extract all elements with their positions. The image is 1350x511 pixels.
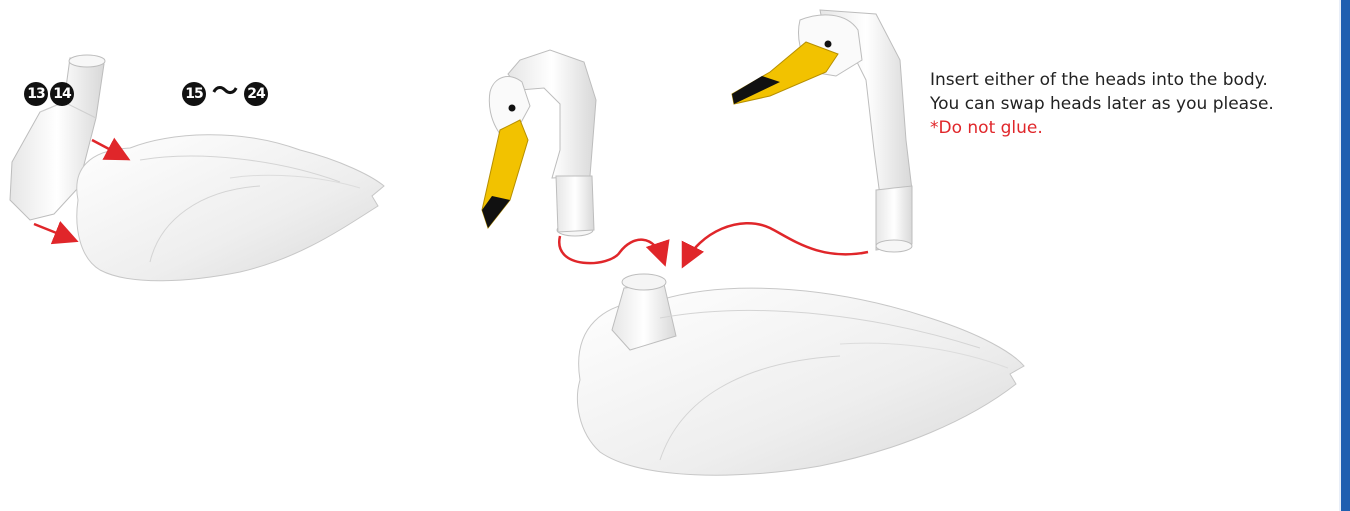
part-number-24: 24 bbox=[244, 82, 268, 106]
instruction-line-2: You can swap heads later as you please. bbox=[930, 92, 1340, 116]
part-callout-left: 13 14 bbox=[24, 82, 74, 106]
instruction-note: Insert either of the heads into the body… bbox=[930, 68, 1340, 140]
head-bent-down bbox=[482, 50, 596, 236]
range-separator: 〜 bbox=[212, 80, 238, 104]
arrow-from-upright-head bbox=[684, 223, 868, 264]
glue-warning: *Do not glue. bbox=[930, 116, 1340, 140]
part-callout-body: 15 〜 24 bbox=[182, 82, 268, 106]
part-number-13: 13 bbox=[24, 82, 48, 106]
instruction-line-1: Insert either of the heads into the body… bbox=[930, 68, 1340, 92]
arrow-from-bent-head bbox=[559, 236, 664, 263]
part-number-14: 14 bbox=[50, 82, 74, 106]
part-number-15: 15 bbox=[182, 82, 206, 106]
head-upright bbox=[732, 10, 912, 252]
page-edge-bar bbox=[1341, 0, 1350, 511]
main-swan-body bbox=[577, 274, 1024, 475]
assembly-arrow-lower bbox=[34, 224, 74, 240]
